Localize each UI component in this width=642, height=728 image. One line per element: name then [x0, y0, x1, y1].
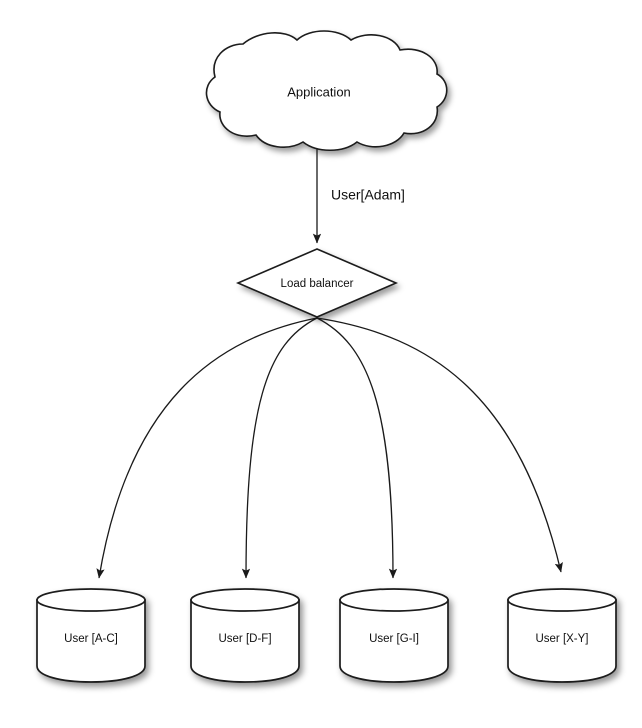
- database-3-label: User [G-I]: [369, 633, 419, 645]
- load-balancer-label: Load balancer: [281, 278, 354, 290]
- edge-label-user-adam: User[Adam]: [331, 187, 405, 203]
- database-2-label: User [D-F]: [218, 633, 271, 645]
- node-load-balancer[interactable]: Load balancer: [235, 248, 399, 318]
- node-application-cloud[interactable]: Application: [205, 30, 448, 152]
- edge-lb-to-db-2: [241, 317, 318, 579]
- edge-lb-to-db-1: [96, 317, 318, 579]
- node-database-2[interactable]: User [D-F]: [190, 588, 300, 683]
- node-database-4[interactable]: User [X-Y]: [507, 588, 617, 683]
- database-1-label: User [A-C]: [64, 633, 118, 645]
- cloud-label: Application: [287, 84, 351, 99]
- database-4-label: User [X-Y]: [535, 633, 588, 645]
- edge-app-to-loadbalancer: User[Adam]: [312, 149, 405, 244]
- edges-loadbalancer-to-databases: [96, 317, 563, 579]
- node-database-1[interactable]: User [A-C]: [36, 588, 146, 683]
- edge-lb-to-db-3: [316, 317, 398, 579]
- node-database-3[interactable]: User [G-I]: [339, 588, 449, 683]
- edge-lb-to-db-4: [316, 317, 563, 573]
